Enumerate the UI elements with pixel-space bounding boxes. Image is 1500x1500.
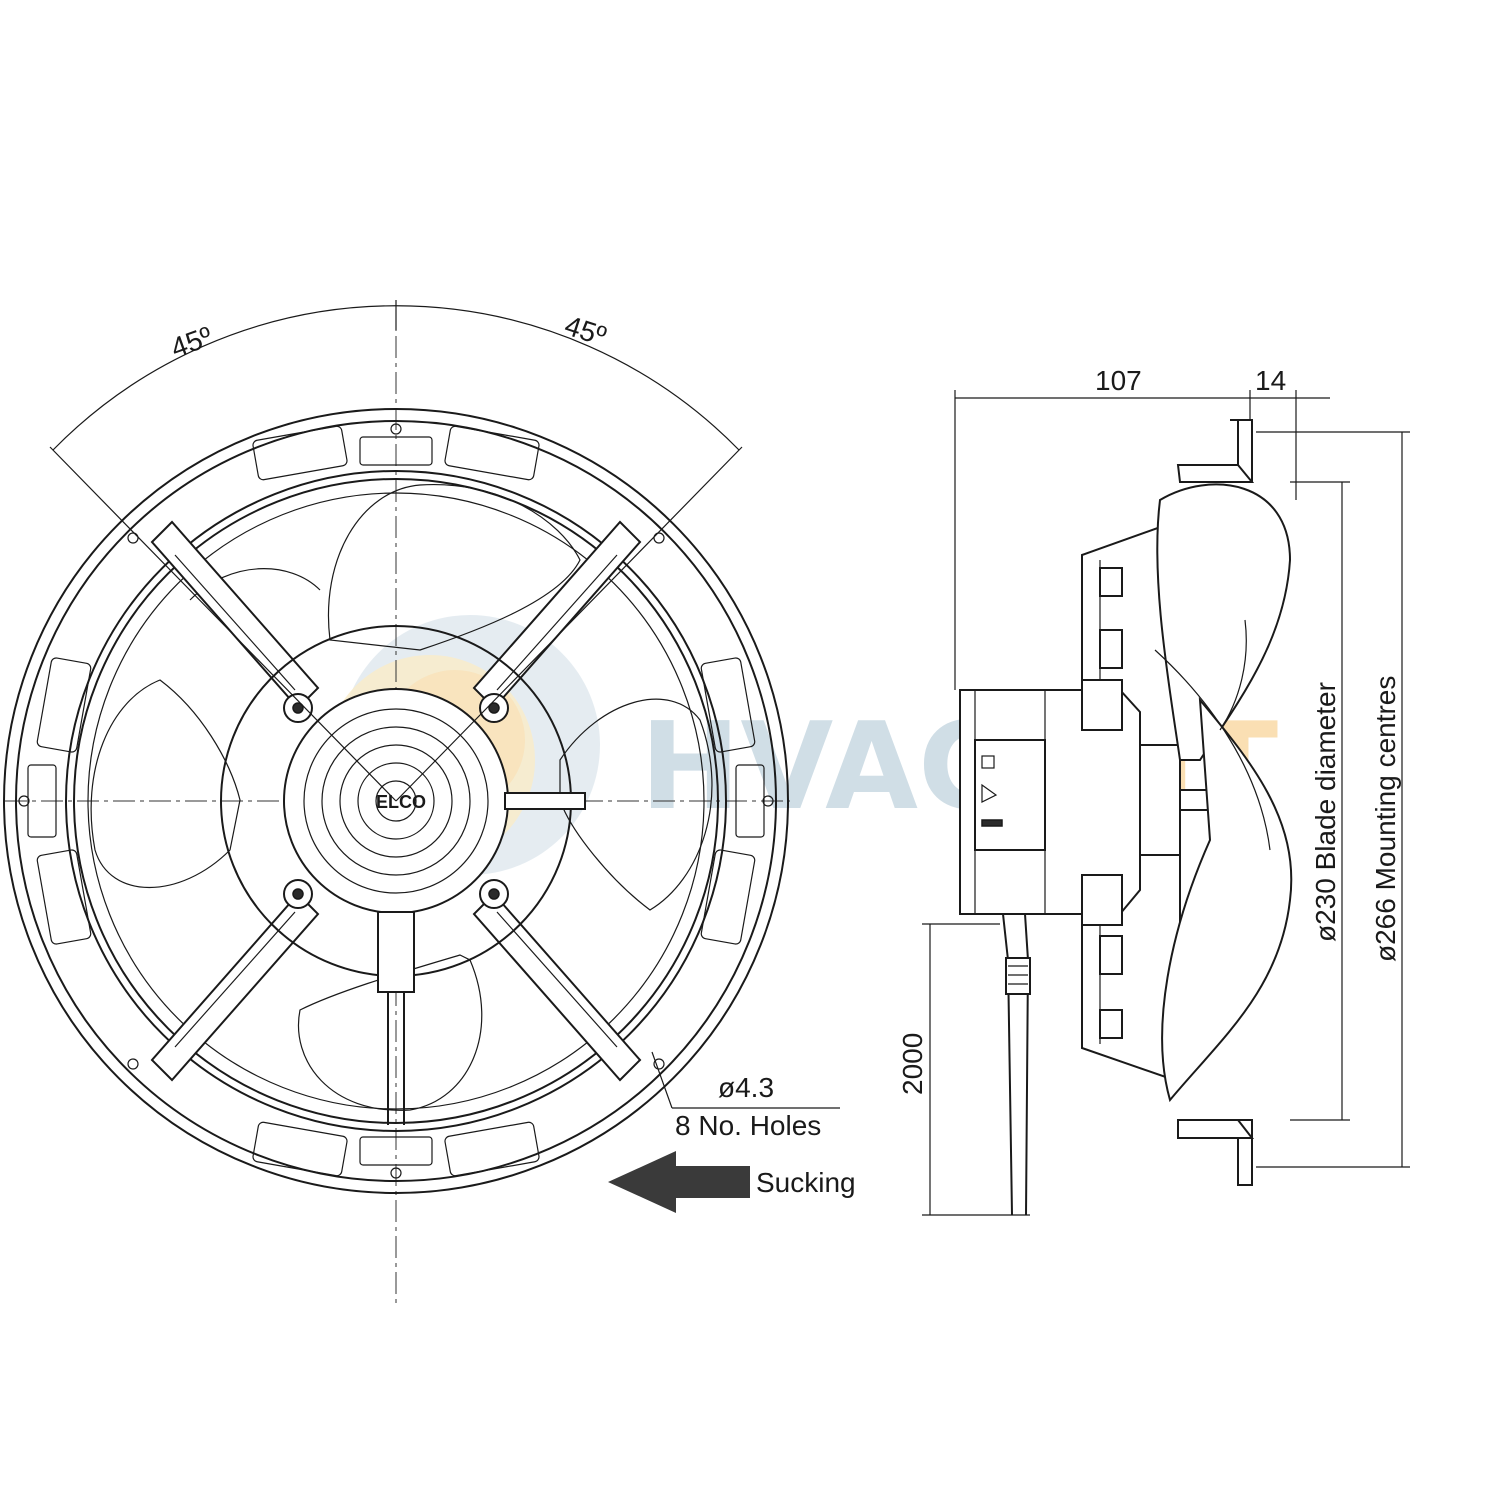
watermark-text-hvac: HVAC [640, 698, 1009, 837]
mounting-arms [150, 520, 642, 1082]
airflow-label: Sucking [756, 1167, 856, 1198]
inner-ring [73, 478, 719, 1124]
blade-diameter-label: ø230 Blade diameter [1310, 682, 1341, 942]
blade-diameter-dimension [1290, 481, 1350, 1121]
hole-leader-line [651, 1051, 673, 1109]
cable-gland [377, 911, 415, 993]
front-view: ELCO [3, 300, 856, 1305]
hole-count-label: 8 No. Holes [675, 1110, 821, 1141]
depth-dimension [954, 390, 1330, 690]
mounting-centres-label: ø266 Mounting centres [1370, 676, 1401, 962]
depth-dimension-label: 107 [1095, 365, 1142, 396]
mounting-holes [18, 423, 774, 1179]
side-view: 107 14 ø230 Blade diameter ø266 Mounting… [897, 365, 1410, 1216]
motor-logo: ELCO [376, 792, 426, 812]
angle-left-label: 45º [167, 320, 216, 363]
hole-diameter-label: ø4.3 [718, 1072, 774, 1103]
cable-length-label: 2000 [897, 1033, 928, 1095]
motor-bolts [283, 693, 509, 909]
motor-label-plate [974, 739, 1046, 851]
angle-right-label: 45º [561, 310, 610, 352]
cable-length-dimension [922, 923, 1030, 1216]
outer-ring [3, 408, 789, 1194]
ring-slots [27, 425, 765, 1177]
impeller-side-blades [1154, 483, 1293, 1103]
angle-dimension [49, 300, 743, 802]
flange-dimension-label: 14 [1255, 365, 1286, 396]
mounting-centres-dimension [1256, 431, 1410, 1168]
power-cable [1002, 913, 1031, 1216]
airflow-arrow-icon [608, 1151, 750, 1213]
